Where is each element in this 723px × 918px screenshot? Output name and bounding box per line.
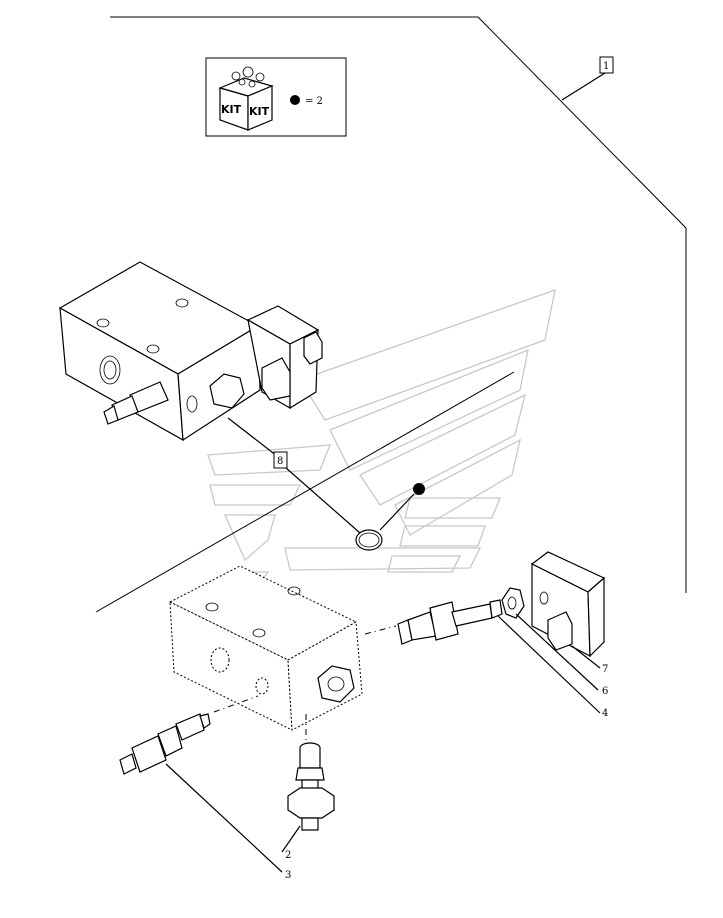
kit-equation: = 2	[305, 96, 323, 107]
watermark-logo	[207, 289, 556, 581]
callout-1-label: 1	[603, 61, 609, 72]
callout-6: 6	[602, 686, 608, 697]
callout-3-label: 3	[285, 870, 291, 881]
lower-coil	[530, 551, 606, 658]
relief-fitting	[119, 713, 211, 775]
leader-lines	[165, 613, 601, 873]
kit-dot-icon	[290, 95, 300, 105]
upper-left-fitting	[103, 381, 169, 425]
hex-nut	[501, 587, 525, 619]
callout-4-label: 4	[602, 708, 608, 719]
callout-2-label: 2	[285, 850, 291, 861]
upper-valve-block	[58, 261, 323, 442]
kit-marker-dot-icon	[413, 483, 425, 495]
plunger-plug	[287, 742, 335, 831]
callout-7: 7	[602, 664, 608, 675]
upper-coil	[246, 305, 323, 410]
callout-8-label: 8	[277, 456, 283, 467]
diagonal-line	[95, 371, 515, 613]
o-ring	[355, 483, 425, 551]
callout-2: 2	[285, 850, 291, 861]
frame-line	[110, 16, 687, 593]
callout-3: 3	[285, 870, 291, 881]
centerlines	[213, 625, 397, 744]
callout-8-upper: 8	[227, 417, 369, 541]
lower-valve-block	[168, 565, 363, 731]
callout-4: 4	[602, 708, 608, 719]
kit-label-right: KIT	[249, 105, 270, 118]
kit-label-left: KIT	[221, 103, 242, 116]
kit-box: KIT KIT = 2	[205, 57, 347, 137]
kit-icon	[218, 66, 274, 131]
cartridge-valve	[397, 599, 503, 645]
callout-7-label: 7	[602, 664, 608, 675]
callout-1: 1	[561, 56, 614, 101]
callout-6-label: 6	[602, 686, 608, 697]
